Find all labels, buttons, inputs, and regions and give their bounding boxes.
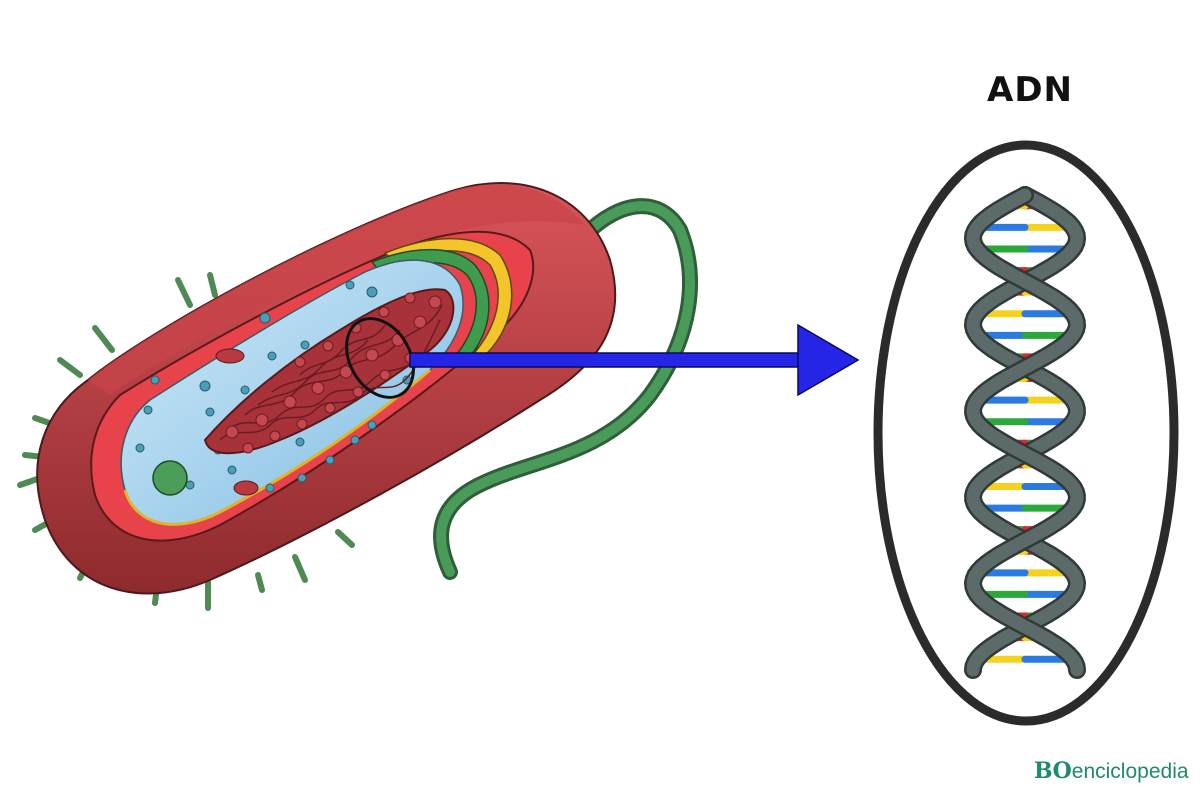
- plasmids: [215, 348, 259, 496]
- flagellum-inner: [436, 201, 695, 577]
- dna-helix: [963, 186, 1087, 679]
- logo-letter-o: O: [1052, 758, 1072, 784]
- zoom-ring: [345, 317, 415, 399]
- cytoplasm-edge: [123, 368, 431, 526]
- logo-letter-b: B: [1034, 758, 1053, 784]
- zoom-arrow: [409, 323, 860, 397]
- dna-backbone-2: [966, 188, 1084, 677]
- dna-backbone-1: [966, 188, 1084, 677]
- bioenciclopedia-logo: BOenciclopedia: [1034, 758, 1189, 798]
- capsule-top-face: [88, 184, 585, 395]
- inclusion-body: [152, 460, 188, 496]
- dna-title: ADN: [987, 70, 1073, 110]
- nucleoid: [203, 288, 455, 455]
- dna-frame: [873, 140, 1179, 726]
- logo-wordmark: enciclopedia: [1071, 760, 1189, 783]
